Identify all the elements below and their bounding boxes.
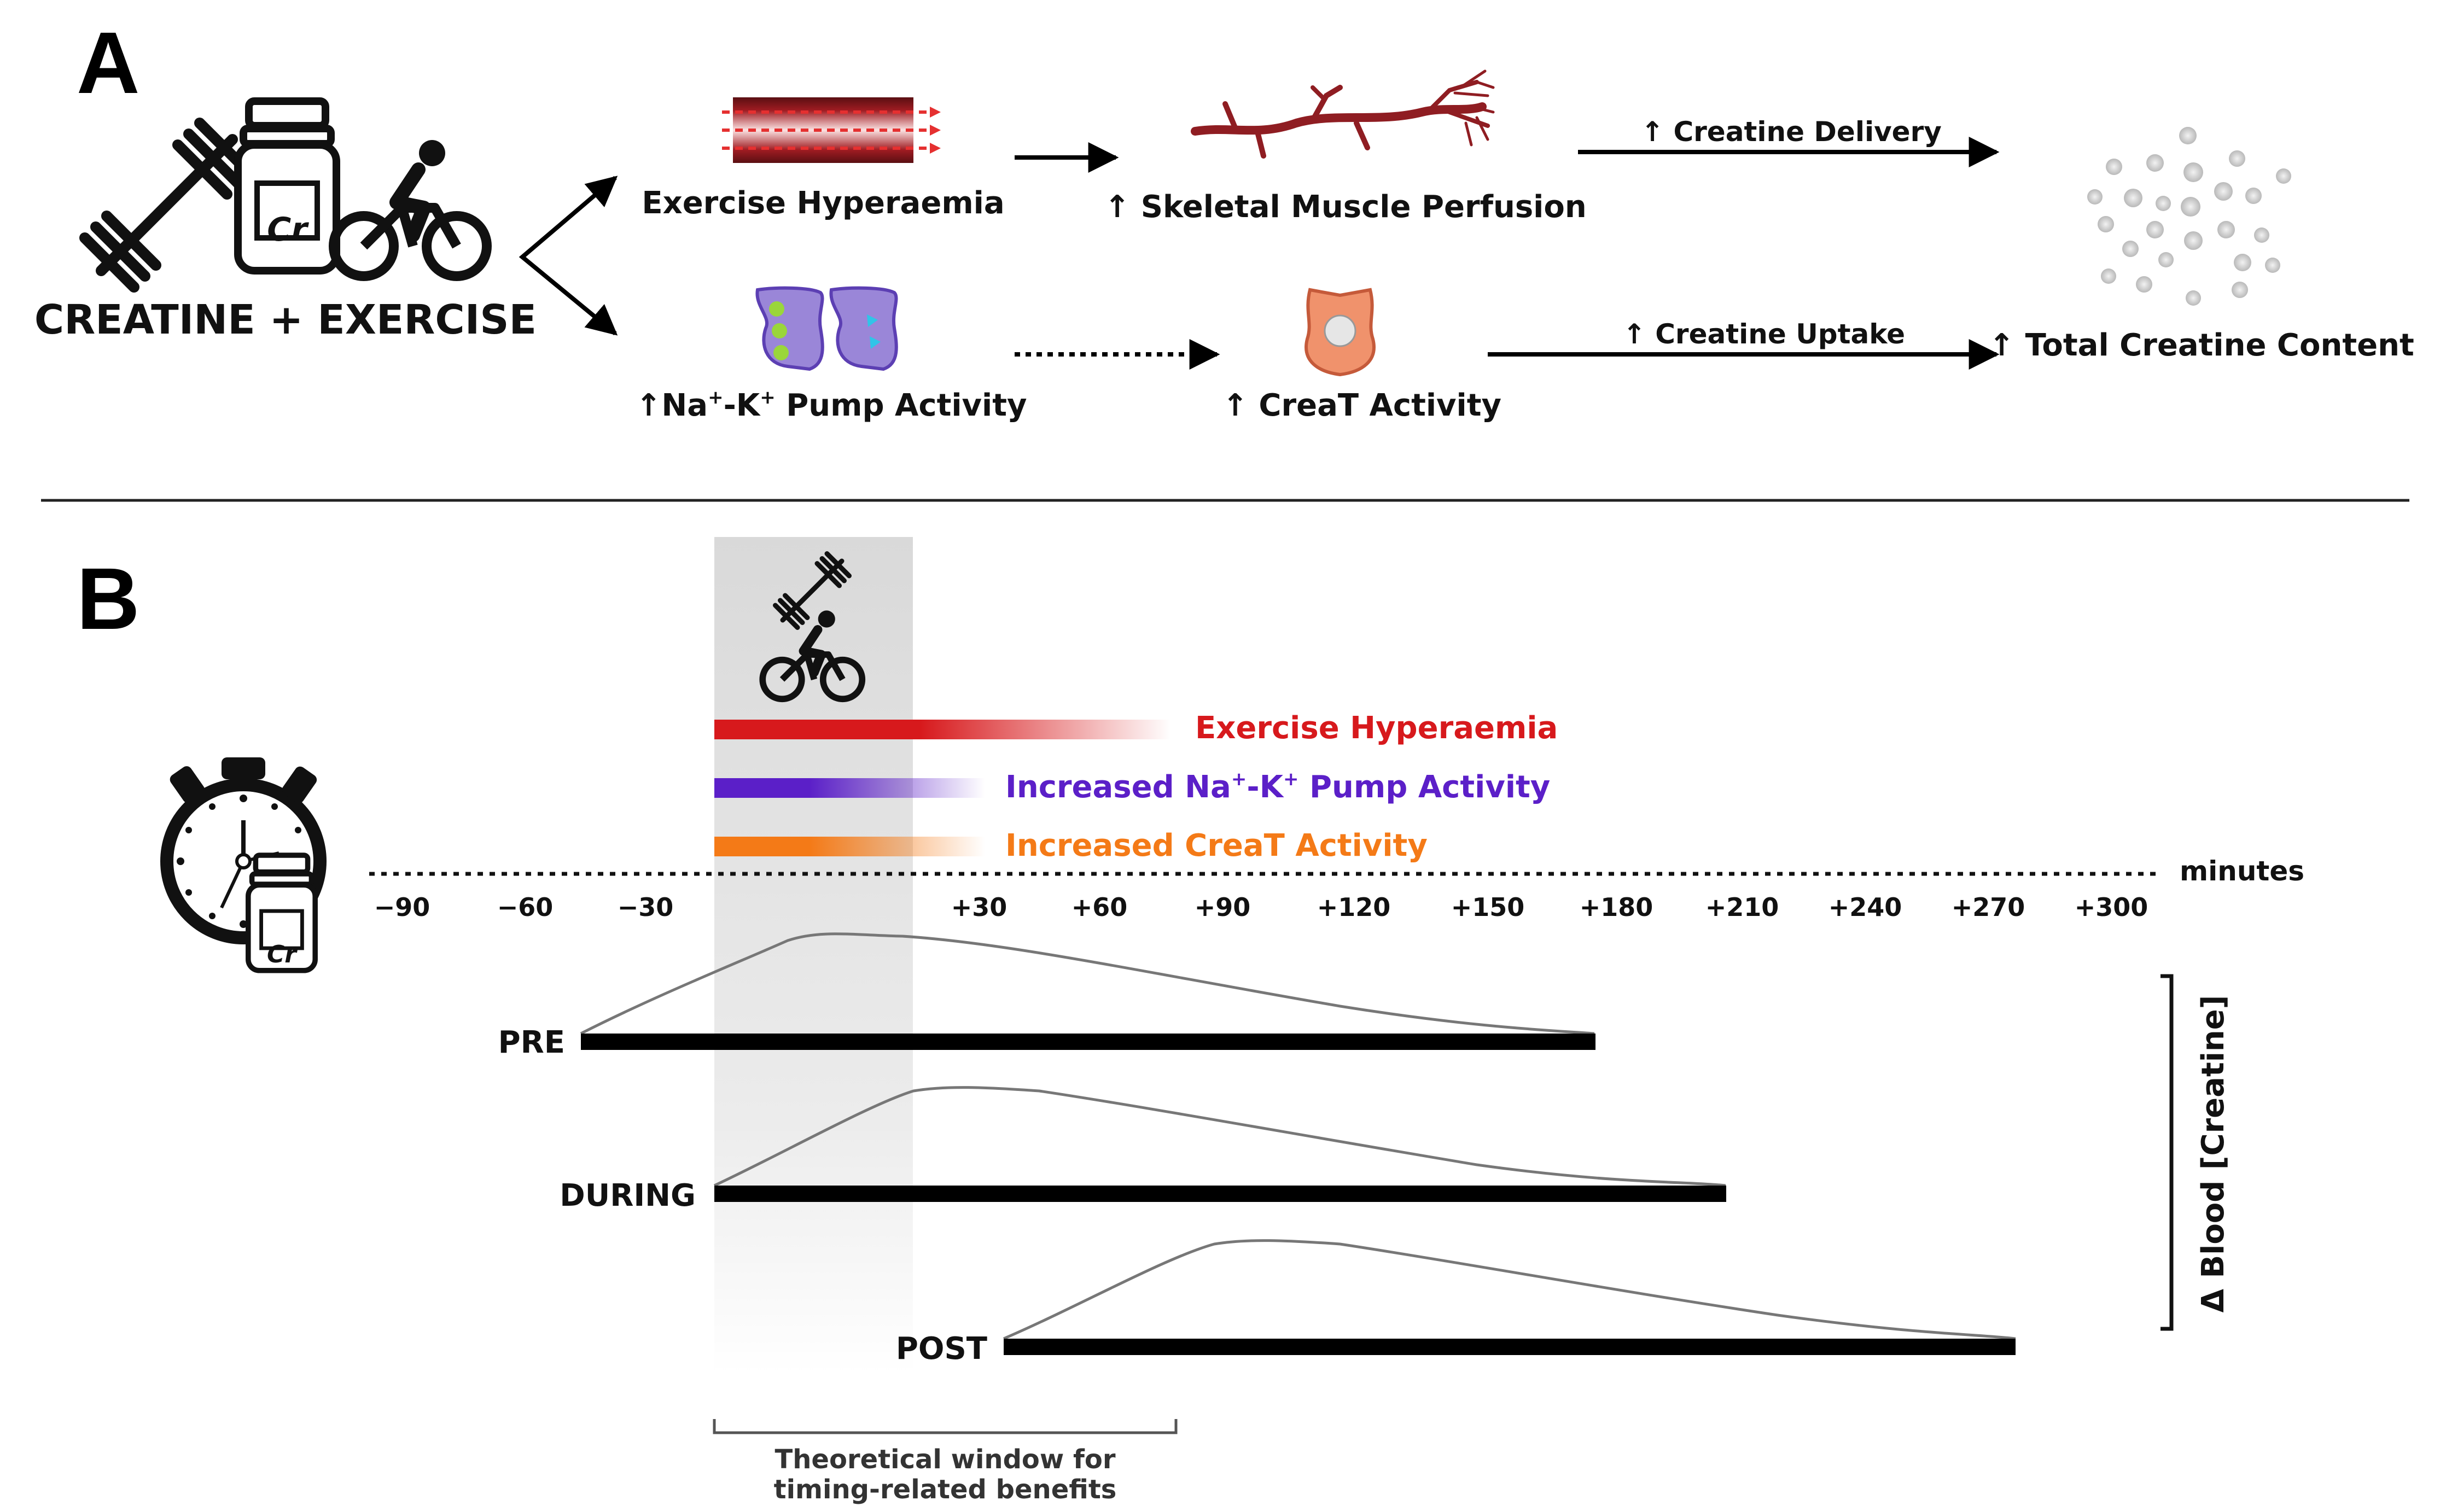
creatine-uptake-label: ↑ Creatine Uptake — [1623, 318, 1905, 350]
tick-label: +90 — [1195, 892, 1251, 922]
tick-label: −60 — [497, 892, 554, 922]
skeletal-perfusion-label: ↑ Skeletal Muscle Perfusion — [1104, 189, 1586, 225]
creatine-delivery-label: ↑ Creatine Delivery — [1641, 116, 1942, 148]
creat-activity-label: ↑ CreaT Activity — [1222, 388, 1501, 423]
dumbbell-icon — [85, 123, 249, 287]
y-axis-label: Δ Blood [Creatine] — [2196, 995, 2231, 1313]
creatine-particles-icon — [2087, 127, 2291, 306]
pump-activity-bar-label: Increased Na+-K+ Pump Activity — [1005, 768, 1550, 805]
creatine-exercise-label: CREATINE + EXERCISE — [34, 296, 537, 343]
pre-timeline-bar — [581, 1034, 1595, 1050]
tick-label: +150 — [1451, 892, 1525, 922]
post-concentration-curve — [1003, 1239, 2016, 1340]
tick-label: −30 — [618, 892, 674, 922]
window-note-line1: Theoretical window for — [775, 1444, 1116, 1475]
panel-a-letter: A — [77, 14, 140, 112]
tick-label: +240 — [1828, 892, 1902, 922]
exercise-hyperaemia-label: Exercise Hyperaemia — [642, 185, 1004, 221]
pre-concentration-curve — [580, 932, 1595, 1035]
window-bracket — [713, 1419, 1178, 1434]
axis-unit-label: minutes — [2180, 855, 2304, 887]
total-creatine-label: ↑ Total Creatine Content — [1989, 328, 2414, 363]
hyperaemia-bar — [714, 720, 1171, 739]
during-timeline-bar — [714, 1186, 1726, 1202]
creat-activity-bar — [714, 837, 985, 856]
pump-activity-label: ↑Na+-K+ Pump Activity — [636, 387, 1027, 423]
tick-label: +60 — [1071, 892, 1128, 922]
tick-label: +270 — [1952, 892, 2025, 922]
tick-label: −90 — [374, 892, 430, 922]
window-note-line2: timing-related benefits — [774, 1474, 1117, 1505]
bottle-label: Cr — [267, 211, 309, 249]
post-label: POST — [896, 1331, 987, 1367]
pump-activity-bar — [714, 778, 985, 798]
during-concentration-curve — [713, 1086, 1726, 1187]
branch-arrows — [519, 176, 617, 336]
hyperaemia-bar-label: Exercise Hyperaemia — [1195, 710, 1558, 746]
tick-label: +300 — [2075, 892, 2148, 922]
branch-arrow-up — [584, 176, 618, 208]
during-label: DURING — [560, 1178, 696, 1213]
tick-label: +210 — [1705, 892, 1779, 922]
pre-label: PRE — [498, 1025, 565, 1060]
na-k-pump-icon — [755, 286, 898, 371]
tick-label: +120 — [1317, 892, 1391, 922]
creat-transporter-icon — [1305, 288, 1376, 377]
panel-b-letter: B — [77, 550, 140, 647]
y-bracket — [2161, 974, 2174, 1331]
branch-arrow-down — [584, 303, 618, 336]
post-timeline-bar — [1004, 1339, 2016, 1355]
tick-label: +30 — [951, 892, 1008, 922]
blood-vessel-icon — [722, 97, 941, 163]
tick-label: +180 — [1580, 892, 1653, 922]
bottle-label: Cr — [267, 941, 298, 968]
capillary-tree-icon — [1191, 69, 1495, 159]
cyclist-icon — [334, 140, 487, 276]
creat-activity-bar-label: Increased CreaT Activity — [1005, 828, 1428, 863]
